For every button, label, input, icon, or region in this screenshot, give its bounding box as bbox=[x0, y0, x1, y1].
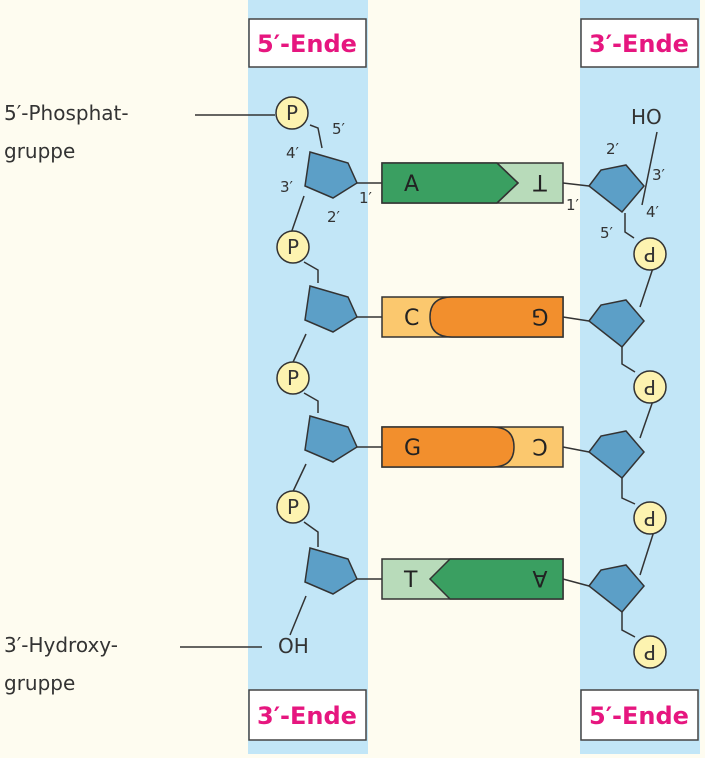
phosphate-symbol: P bbox=[287, 235, 299, 259]
end-label-top-left: 5′-Ende bbox=[248, 18, 367, 68]
right-sugar-4 bbox=[587, 564, 645, 614]
left-phosphate-3: P bbox=[276, 361, 310, 395]
phosphate-symbol: P bbox=[644, 242, 656, 266]
base-left-label: G bbox=[404, 436, 421, 461]
phosphate-symbol: P bbox=[286, 101, 298, 125]
left-sugar-3 bbox=[304, 415, 358, 463]
base-right-label: C bbox=[532, 433, 547, 458]
end-text-bottom-right: 5′-Ende bbox=[589, 702, 689, 730]
ho-right: HO bbox=[631, 105, 662, 129]
left-phosphates: P P P P bbox=[275, 96, 310, 524]
carbon-1-left: 1′ bbox=[359, 189, 373, 207]
guanine-shape bbox=[381, 426, 515, 468]
end-text-bottom-left: 3′-Ende bbox=[257, 702, 357, 730]
phosphate-symbol: P bbox=[287, 366, 299, 390]
end-label-bottom-right: 5′-Ende bbox=[580, 689, 699, 741]
carbon-2-left: 2′ bbox=[327, 208, 341, 226]
end-label-top-right: 3′-Ende bbox=[580, 18, 699, 68]
phosphate-label-line2: gruppe bbox=[4, 139, 75, 163]
base-right-label: T bbox=[533, 169, 548, 194]
left-phosphate-2: P bbox=[276, 230, 310, 264]
left-phosphate-1: P bbox=[275, 96, 309, 130]
right-sugar-1 bbox=[587, 164, 645, 214]
carbon-2-right: 2′ bbox=[606, 140, 620, 158]
right-carbon-labels: 2′ 3′ 4′ 5′ 1′ bbox=[566, 140, 666, 242]
end-label-bottom-left: 3′-Ende bbox=[248, 689, 367, 741]
right-sugar-2 bbox=[587, 299, 645, 349]
right-phosphates: P P P P bbox=[633, 237, 667, 669]
carbon-1-right: 1′ bbox=[566, 196, 580, 214]
carbon-4-left: 4′ bbox=[286, 144, 300, 162]
carbon-3-right: 3′ bbox=[652, 166, 666, 184]
glycosidic-bonds bbox=[356, 182, 590, 587]
right-phosphate-2: P bbox=[633, 370, 667, 404]
right-sugars bbox=[587, 164, 645, 614]
right-phosphate-1: P bbox=[633, 237, 667, 271]
base-left-label: C bbox=[404, 306, 419, 331]
right-phosphate-4: P bbox=[633, 635, 667, 669]
base-left-label: T bbox=[403, 568, 418, 593]
left-sugar-1 bbox=[304, 151, 358, 199]
hydroxy-label-line2: gruppe bbox=[4, 671, 75, 695]
carbon-5-right: 5′ bbox=[600, 224, 614, 242]
base-left-label: A bbox=[404, 172, 419, 197]
carbon-5-left: 5′ bbox=[332, 120, 346, 138]
adenine-shape bbox=[428, 558, 564, 600]
base-right-label: A bbox=[532, 565, 547, 590]
adenine-shape bbox=[381, 162, 520, 204]
base-pair-4: T A bbox=[381, 558, 564, 600]
carbon-4-right: 4′ bbox=[646, 203, 660, 221]
phosphate-symbol: P bbox=[644, 375, 656, 399]
left-sugars bbox=[304, 151, 358, 595]
phosphate-symbol: P bbox=[644, 506, 656, 530]
base-pair-1: A T bbox=[381, 162, 564, 204]
left-carbon-labels: 5′ 4′ 3′ 2′ 1′ bbox=[280, 120, 373, 226]
phosphate-symbol: P bbox=[644, 640, 656, 664]
base-right-label: G bbox=[531, 303, 548, 328]
hydroxy-label-line1: 3′-Hydroxy- bbox=[4, 633, 118, 657]
base-pair-3: G C bbox=[381, 426, 564, 468]
phosphate-symbol: P bbox=[287, 495, 299, 519]
left-sugar-2 bbox=[304, 285, 358, 333]
base-pair-2: C G bbox=[381, 296, 564, 338]
right-sugar-3 bbox=[587, 430, 645, 480]
end-text-top-left: 5′-Ende bbox=[257, 30, 357, 58]
phosphate-label-line1: 5′-Phosphat- bbox=[4, 101, 129, 125]
right-phosphate-3: P bbox=[633, 501, 667, 535]
left-sugar-4 bbox=[304, 547, 358, 595]
carbon-3-left: 3′ bbox=[280, 178, 294, 196]
left-phosphate-4: P bbox=[276, 490, 310, 524]
guanine-shape bbox=[429, 296, 564, 338]
oh-left: OH bbox=[278, 634, 309, 658]
end-text-top-right: 3′-Ende bbox=[589, 30, 689, 58]
